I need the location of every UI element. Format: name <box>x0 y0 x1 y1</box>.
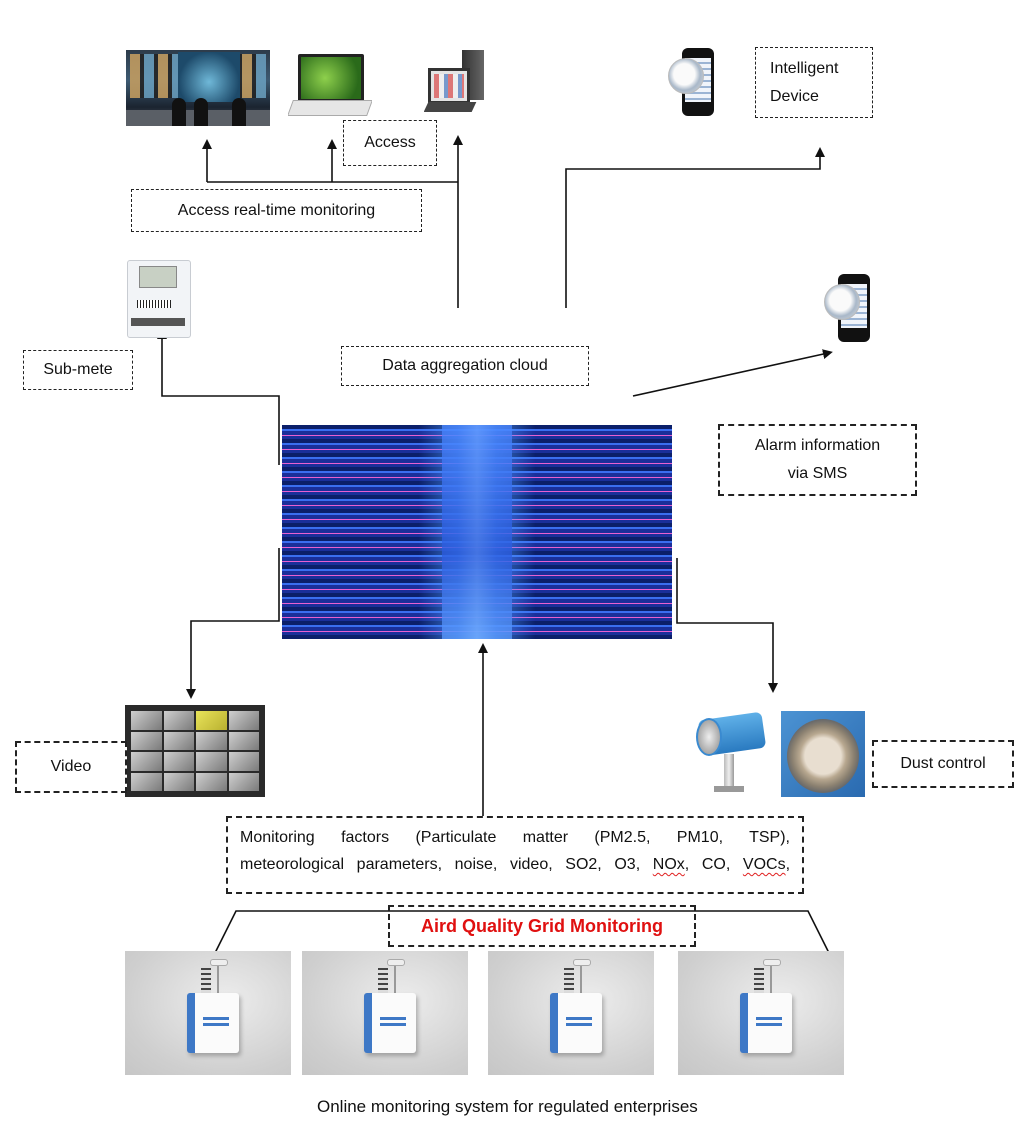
server-room-image <box>282 425 672 639</box>
access-label: Access <box>343 120 437 166</box>
dust-control-label: Dust control <box>872 740 1014 788</box>
access-text: Access <box>364 134 416 151</box>
alarm-sms-label: Alarm information via SMS <box>718 424 917 496</box>
monitoring-station-image <box>678 951 844 1075</box>
monitoring-factors-line-1: Monitoring factors (Particulate matter (… <box>240 824 790 851</box>
factor-word: Monitoring <box>240 829 315 846</box>
intelligent-device-text-1: Intelligent <box>770 59 839 77</box>
laptop-image <box>288 50 372 118</box>
fog-cannon-image <box>696 710 770 796</box>
smartphone-sms-image <box>824 274 874 344</box>
factor-word: (Particulate <box>415 829 497 846</box>
control-room-image <box>126 50 270 126</box>
wire-server-to-video <box>186 548 280 699</box>
factor-word: PM10, <box>676 829 724 846</box>
fog-cannon-nozzle-image <box>781 711 865 797</box>
factor-vocs: VOCs <box>742 856 786 873</box>
wire-cloud-to-intelligent-device <box>565 147 825 308</box>
monitoring-factors-box: Monitoring factors (Particulate matter (… <box>226 816 804 894</box>
data-cloud-label: Data aggregation cloud <box>341 346 589 386</box>
intelligent-device-label: Intelligent Device <box>755 47 873 118</box>
monitoring-factors-line-2: meteorological parameters, noise, video,… <box>240 851 790 878</box>
sub-meter-label: Sub-mete <box>23 350 133 390</box>
grid-monitoring-label: Aird Quality Grid Monitoring <box>388 905 696 947</box>
wire-server-to-submeter <box>157 329 280 465</box>
video-label: Video <box>15 741 127 793</box>
factor-word: TSP), <box>749 829 790 846</box>
factor-word: factors <box>341 829 390 846</box>
factor-text: meteorological parameters, noise, video,… <box>240 856 653 873</box>
monitoring-station-image <box>125 951 291 1075</box>
alarm-text-1: Alarm information <box>754 437 881 454</box>
dust-control-text: Dust control <box>900 755 986 772</box>
video-text: Video <box>50 758 92 775</box>
factor-word: (PM2.5, <box>594 829 651 846</box>
sub-meter-text: Sub-mete <box>43 361 113 378</box>
access-realtime-label: Access real-time monitoring <box>131 189 422 232</box>
factor-text: , <box>785 856 791 873</box>
smartphone-intelligent-device-image <box>668 48 718 118</box>
alarm-text-2: via SMS <box>787 465 848 482</box>
electric-sub-meter-image <box>127 260 191 338</box>
data-cloud-text: Data aggregation cloud <box>382 357 548 374</box>
grid-monitoring-text: Aird Quality Grid Monitoring <box>421 915 663 936</box>
wire-server-to-dust <box>676 558 778 693</box>
factor-word: matter <box>522 829 569 846</box>
diagram-caption: Online monitoring system for regulated e… <box>317 1097 698 1116</box>
factor-text: , CO, <box>684 856 743 873</box>
monitoring-station-image <box>488 951 654 1075</box>
access-realtime-text: Access real-time monitoring <box>177 201 376 219</box>
desktop-computer-image <box>424 46 490 114</box>
intelligent-device-text-2: Device <box>770 87 819 105</box>
monitoring-station-image <box>302 951 468 1075</box>
wire-server-to-sms <box>632 349 833 397</box>
video-wall-image <box>125 705 265 797</box>
factor-nox: NOx <box>652 856 685 873</box>
